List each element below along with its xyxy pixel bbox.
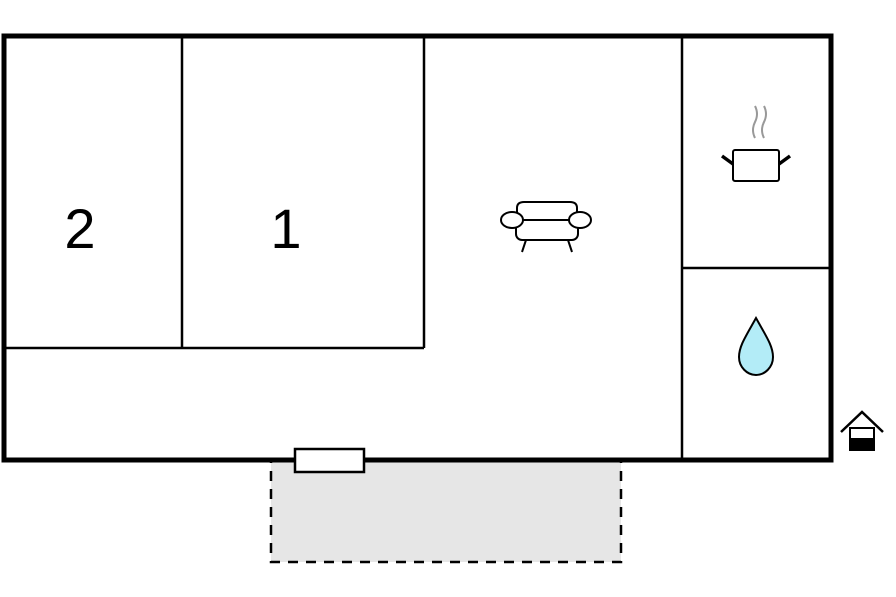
sofa-icon [500,201,592,253]
room-label-bedroom-1: 1 [270,197,301,260]
water-drop-icon [737,315,775,377]
cooking-pot-icon [720,105,792,182]
outer-walls [1,33,834,463]
room-label-bedroom-2: 2 [64,197,95,260]
interior-walls [5,37,830,459]
entrance-house-icon [840,410,884,451]
entrance-door [293,447,366,474]
terrace [269,459,623,564]
